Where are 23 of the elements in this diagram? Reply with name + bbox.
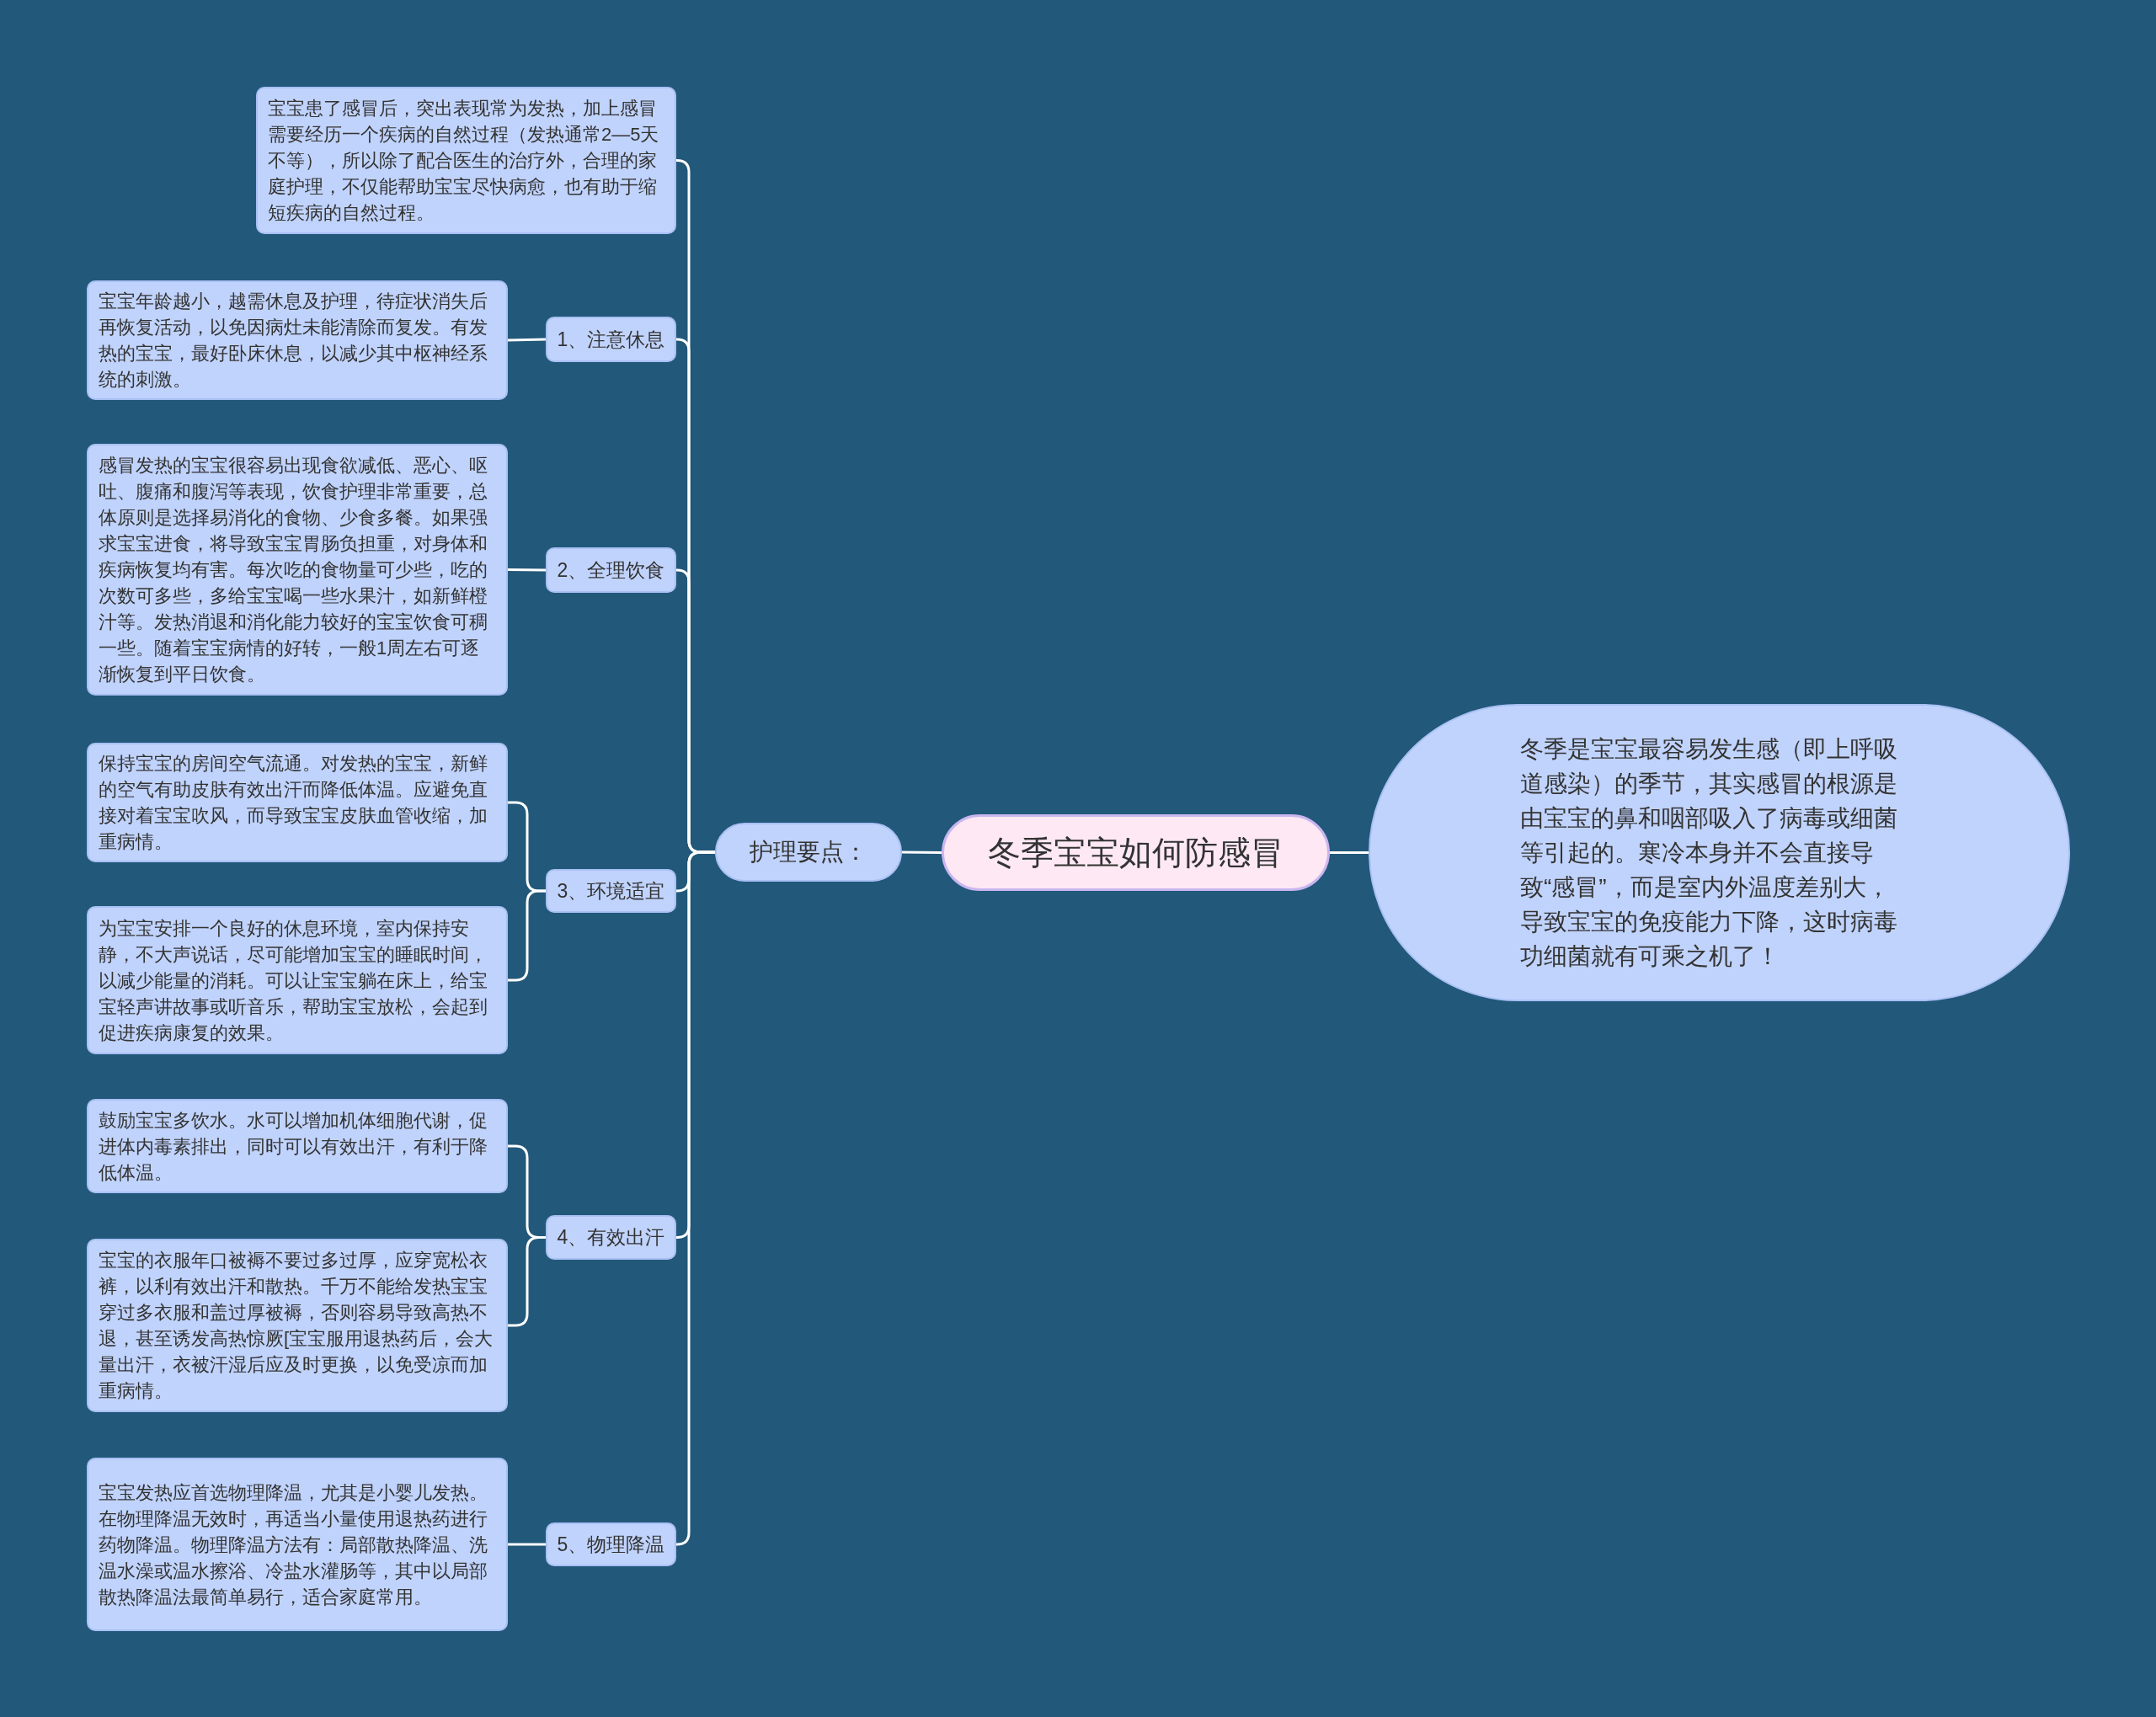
text-box: 保持宝宝的房间空气流通。对发热的宝宝，新鲜的空气有助皮肤有效出汗而降低体温。应避免直接对着宝宝吹风，而导致宝宝皮肤血管收缩，加重病情。 xyxy=(87,743,508,862)
topic-box: 护理要点： xyxy=(715,823,902,882)
text-box: 宝宝患了感冒后，突出表现常为发热，加上感冒需要经历一个疾病的自然过程（发热通常2—5天不等），所以除了配合医生的治疗外，合理的家庭护理，不仅能帮助宝宝尽快病愈，也有助于缩短疾病的自然过程。 xyxy=(256,87,676,234)
connector xyxy=(508,1236,546,1327)
note-bubble: 冬季是宝宝最容易发生感（即上呼吸道感染）的季节，其实感冒的根源是由宝宝的鼻和咽部吸入了病毒或细菌等引起的。寒冷本身并不会直接导致“感冒”，而是室内外温度差别大，导致宝宝的免疫能力下降，这时病毒功细菌就有可乘之机了！ xyxy=(1369,704,2070,1001)
text-box: 为宝宝安排一个良好的休息环境，室内保持安静，不大声说话，尽可能增加宝宝的睡眠时间，以减少能量的消耗。可以让宝宝躺在床上，给宝宝轻声讲故事或听音乐，帮助宝宝放松，会起到促进疾病康复的效果。 xyxy=(87,906,508,1054)
connector xyxy=(507,338,547,342)
text-box: 感冒发热的宝宝很容易出现食欲减低、恶心、呕吐、腹痛和腹泻等表现，饮食护理非常重要，总体原则是选择易消化的食物、少食多餐。如果强求宝宝进食，将导致宝宝胃肠负担重，对身体和疾病恢复均有害。每次吃的食物量可少些，吃的次数可多些，多给宝宝喝一些水果汁，如新鲜橙汁等。发热消退和消化能力较好的宝宝饮食可稠一些。随着宝宝病情的好转，一般1周左右可逐渐恢复到平日饮食。 xyxy=(87,444,508,696)
topic-box: 5、物理降温 xyxy=(546,1522,676,1566)
topic-box: 3、环境适宜 xyxy=(546,869,676,913)
text-box: 宝宝发热应首选物理降温，尤其是小婴儿发热。在物理降温无效时，再适当小量使用退热药进行药物降温。物理降温方法有：局部散热降温、洗温水澡或温水擦浴、冷盐水灌肠等，其中以局部散热降温法最简单易行，适合家庭常用。 xyxy=(87,1458,508,1631)
central-topic-box: 冬季宝宝如何防感冒 xyxy=(942,814,1330,891)
connector xyxy=(508,889,546,982)
connector xyxy=(508,1543,546,1546)
topic-box: 2、全理饮食 xyxy=(546,547,676,593)
text-box: 鼓励宝宝多饮水。水可以增加机体细胞代谢，促进体内毒素排出，同时可以有效出汗，有利于降低体温。 xyxy=(87,1099,508,1193)
text-box: 宝宝的衣服年口被褥不要过多过厚，应穿宽松衣裤，以利有效出汗和散热。千万不能给发热宝宝穿过多衣服和盖过厚被褥，否则容易导致高热不退，甚至诱发高热惊厥[宝宝服用退热药后，会大量出汗，衣被汗湿后应及时更换，以免受凉而加重病情。 xyxy=(87,1239,508,1412)
text-box: 宝宝年龄越小，越需休息及护理，待症状消失后再恢复活动，以免因病灶未能清除而复发。有发热的宝宝，最好卧床休息，以减少其中枢神经系统的刺激。 xyxy=(87,280,508,400)
connector xyxy=(1330,851,1369,854)
topic-box: 1、注意休息 xyxy=(546,317,676,362)
connector xyxy=(902,851,942,854)
connector xyxy=(508,568,546,572)
topic-box: 4、有效出汗 xyxy=(546,1215,676,1260)
